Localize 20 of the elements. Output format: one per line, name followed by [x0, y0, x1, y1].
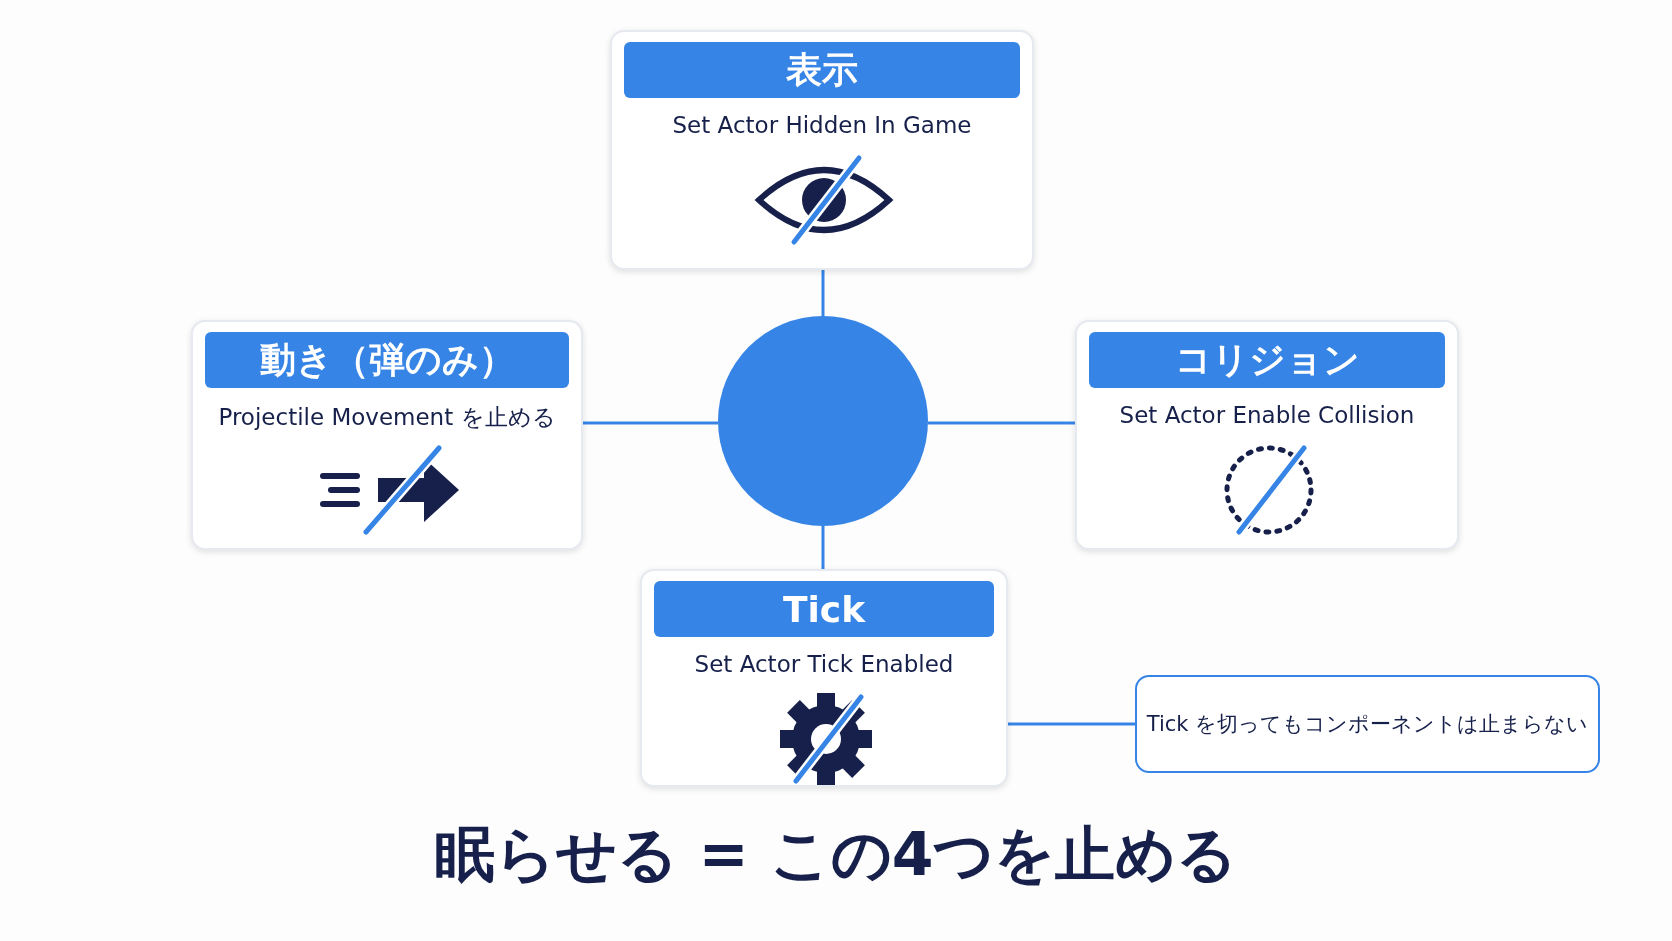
- card-subtitle: Set Actor Enable Collision: [1118, 402, 1416, 428]
- card-header: 動き（弾のみ）: [205, 332, 569, 388]
- note-text: Tick を切ってもコンポーネントは止まらない: [1146, 711, 1589, 738]
- card-background: [191, 320, 583, 550]
- connector-line: [821, 270, 825, 316]
- connector-line: [928, 421, 1075, 425]
- connector-line: [583, 421, 718, 425]
- connector-line: [821, 526, 825, 569]
- card-header: Tick: [654, 581, 994, 637]
- card-header: 表示: [624, 42, 1020, 98]
- card-background: [1075, 320, 1459, 550]
- card-background: [610, 30, 1034, 270]
- caption: 眠らせる = この4つを止める: [434, 819, 1238, 889]
- card-subtitle: Set Actor Tick Enabled: [693, 651, 955, 677]
- card-header: コリジョン: [1089, 332, 1445, 388]
- card-subtitle: Set Actor Hidden In Game: [671, 112, 973, 138]
- card-background: [640, 569, 1008, 787]
- note-box: [1135, 675, 1600, 773]
- card-subtitle: Projectile Movement を止める: [217, 403, 557, 432]
- connector-line: [1008, 722, 1135, 726]
